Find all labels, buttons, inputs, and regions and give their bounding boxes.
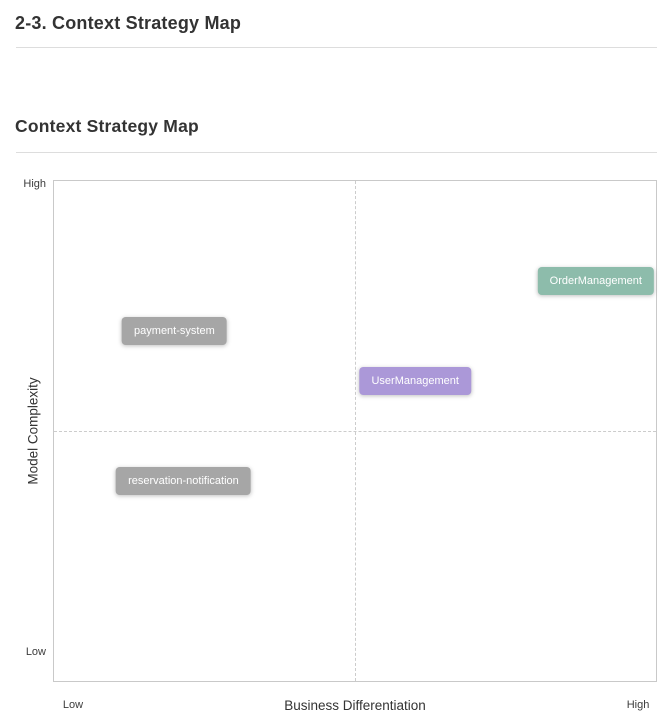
y-axis-title: Model Complexity — [25, 377, 41, 485]
context-node: reservation-notification — [116, 467, 251, 495]
divider — [16, 47, 657, 48]
x-axis-title: Business Differentiation — [284, 698, 426, 713]
y-tick-high: High — [23, 178, 46, 190]
x-tick-high: High — [626, 699, 650, 711]
context-node: UserManagement — [359, 367, 471, 395]
plot-area: High Low Low High Business Differentiati… — [23, 178, 657, 713]
context-node: payment-system — [122, 317, 227, 345]
quadrant-divider-horizontal — [54, 431, 656, 432]
y-tick-low: Low — [25, 646, 46, 658]
x-tick-low: Low — [62, 699, 84, 711]
divider — [16, 152, 657, 153]
page-title: 2-3. Context Strategy Map — [15, 13, 242, 33]
section-heading: Context Strategy Map — [15, 116, 199, 136]
context-node: OrderManagement — [537, 267, 654, 295]
